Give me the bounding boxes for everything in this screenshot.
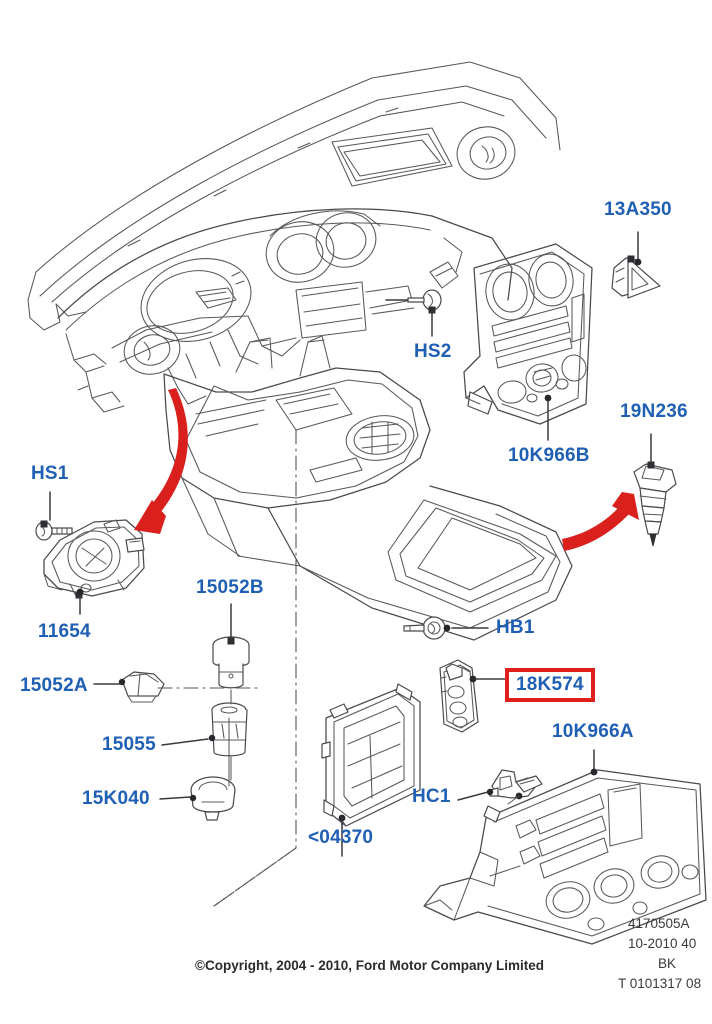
part-HS2-artwork: [407, 289, 442, 314]
callout-label-19N236[interactable]: 19N236: [620, 401, 688, 422]
part-15052B-artwork: [212, 636, 250, 689]
part-04370-artwork: [321, 683, 421, 827]
part-13A350-artwork: [611, 255, 661, 299]
callout-label-15052A[interactable]: 15052A: [20, 675, 88, 696]
part-15055-artwork: [208, 702, 248, 757]
callout-label-18K574-highlighted[interactable]: 18K574: [505, 668, 595, 702]
part-11654-artwork: [43, 519, 145, 599]
part-10K966B-artwork: [463, 243, 593, 425]
callout-label-11654[interactable]: 11654: [38, 621, 91, 642]
part-15K040-artwork: [189, 717, 236, 821]
footer-date-code: 10-2010 40: [628, 936, 697, 951]
callout-label-HS2[interactable]: HS2: [414, 341, 452, 362]
copyright-notice: ©Copyright, 2004 - 2010, Ford Motor Comp…: [195, 958, 544, 973]
part-HS1-artwork: [35, 520, 73, 541]
red-arrows: [134, 388, 639, 551]
part-10K966A-artwork: [423, 769, 707, 945]
callout-label-HS1[interactable]: HS1: [31, 463, 69, 484]
footer-drawing-number: 4170505A: [628, 916, 690, 931]
part-19N236-artwork: [633, 461, 677, 547]
callout-label-04370[interactable]: <04370: [308, 827, 374, 848]
leader-lines: [49, 231, 652, 857]
callout-label-HB1[interactable]: HB1: [496, 617, 535, 638]
instrument-panel-illustration: [27, 61, 593, 641]
part-HB1-artwork: [403, 616, 451, 640]
callout-label-15055[interactable]: 15055: [102, 734, 156, 755]
callout-label-10K966B[interactable]: 10K966B: [508, 445, 590, 466]
part-18K574-artwork: [439, 659, 479, 733]
callout-label-HC1[interactable]: HC1: [412, 786, 451, 807]
footer-colour-code: BK: [658, 956, 677, 971]
callout-label-15K040[interactable]: 15K040: [82, 788, 150, 809]
footer-sheet-code: T 0101317 08: [618, 976, 702, 991]
part-HC1-artwork: [486, 769, 543, 799]
callout-label-13A350[interactable]: 13A350: [604, 199, 672, 220]
callout-label-15052B[interactable]: 15052B: [196, 577, 264, 598]
callout-label-10K966A[interactable]: 10K966A: [552, 721, 634, 742]
